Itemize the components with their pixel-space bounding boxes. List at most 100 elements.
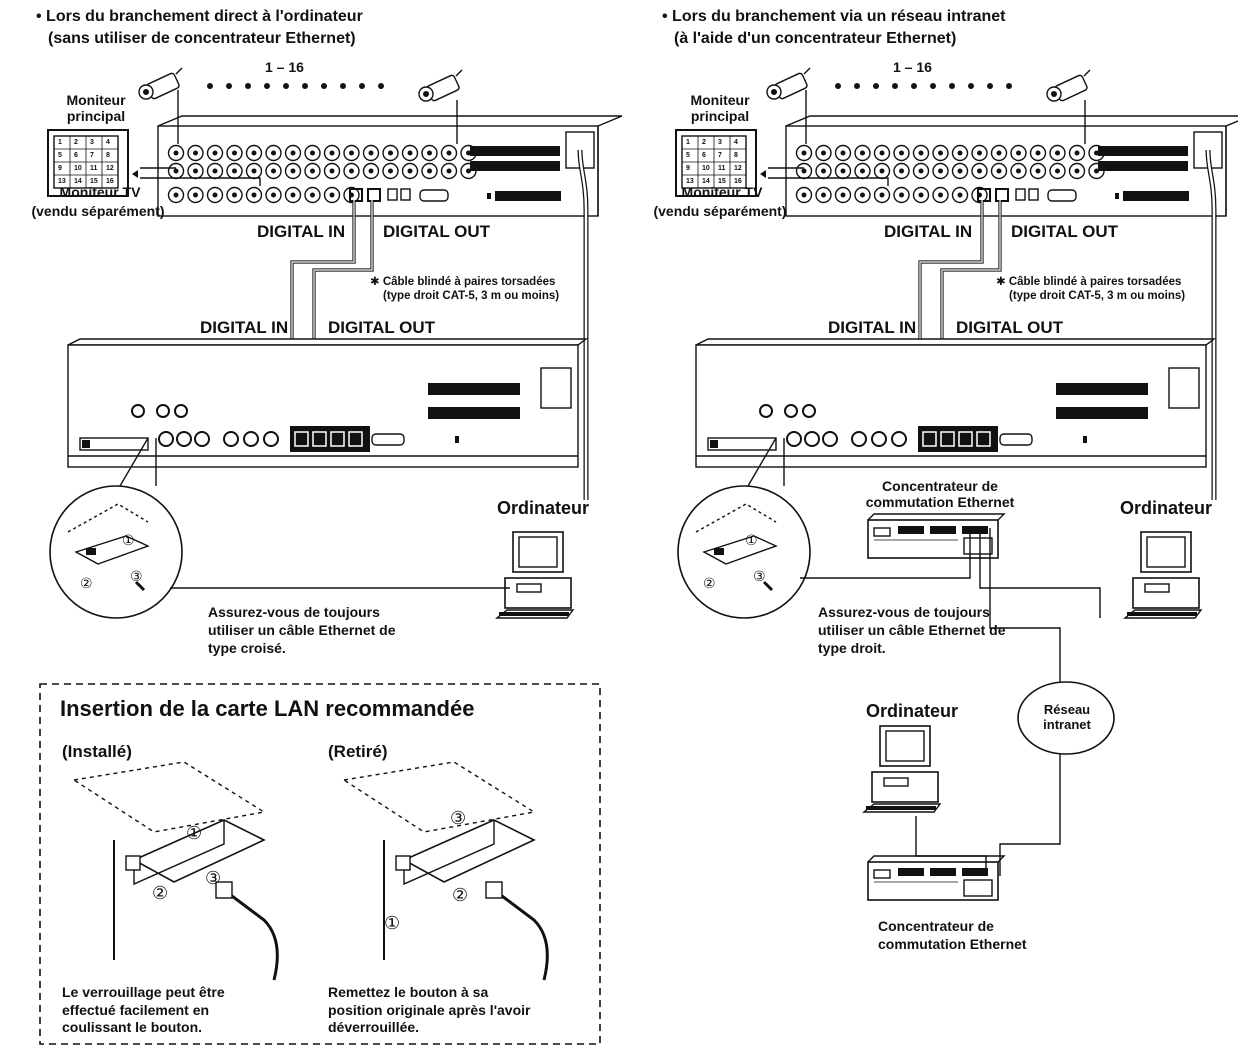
camera-dot xyxy=(264,83,270,89)
bnc-connector xyxy=(815,144,832,162)
audio-jack xyxy=(802,404,816,418)
bnc-connector xyxy=(971,144,988,162)
bnc-connector xyxy=(382,144,399,162)
drive-bay xyxy=(1144,583,1170,593)
camera-dot xyxy=(949,83,955,89)
bnc-pin xyxy=(388,168,393,174)
left-main-monitor-label: Moniteur principal xyxy=(66,92,126,125)
removed-step1: ① xyxy=(384,913,401,933)
bnc-pin xyxy=(427,150,432,156)
bnc-pin xyxy=(879,168,885,174)
bnc-connector xyxy=(206,144,224,162)
card-outline xyxy=(695,503,777,533)
bnc-pin xyxy=(957,150,963,156)
monitor-grid-cell: 5 xyxy=(58,152,62,159)
camera-dot xyxy=(968,83,974,89)
bnc-pin xyxy=(290,168,296,174)
bnc-pin xyxy=(1074,168,1080,174)
bnc-pin xyxy=(899,150,904,156)
right-lower-computer xyxy=(862,725,942,813)
recorder-bottom-top-edge xyxy=(695,338,1217,346)
bnc-pin xyxy=(251,168,257,174)
computer-case xyxy=(871,771,939,803)
s-video-connector xyxy=(176,431,192,447)
s-video-connector xyxy=(822,431,838,447)
hub-body xyxy=(867,519,999,559)
left-recorder-bottom xyxy=(67,338,589,468)
output-connector xyxy=(304,186,321,204)
bnc-connector xyxy=(951,162,969,180)
monitor-grid-cell: 2 xyxy=(702,139,706,146)
bnc-pin xyxy=(1074,150,1080,156)
installed-card-illustration xyxy=(72,761,279,981)
hub-ports xyxy=(962,868,988,876)
right-computer-label: Ordinateur xyxy=(1120,498,1213,518)
terminal-block xyxy=(1123,191,1189,201)
bnc-connector xyxy=(893,144,910,162)
monitor-grid-cell: 14 xyxy=(702,178,710,185)
camera-lens-center xyxy=(771,89,777,95)
left-cameras xyxy=(138,67,463,102)
bnc-connector xyxy=(323,144,341,162)
left-tv-sold-separately: (vendu séparément) xyxy=(31,203,165,219)
bnc-connector xyxy=(1049,162,1066,180)
monitor-grid-cell: 12 xyxy=(734,165,742,172)
output-pin xyxy=(329,192,335,198)
left-inset-step2: ② xyxy=(80,575,93,591)
bnc-pin xyxy=(821,150,826,156)
bnc-connector xyxy=(265,162,282,180)
audio-jack xyxy=(174,404,188,418)
bnc-pin xyxy=(801,168,807,174)
monitor-grid-cell: 16 xyxy=(734,178,742,185)
power-cord-inner xyxy=(578,149,588,500)
computer-monitor xyxy=(1140,531,1192,573)
output-connector xyxy=(187,186,204,204)
keyboard-keys xyxy=(866,806,936,810)
removed-label: (Retiré) xyxy=(328,742,388,761)
hub-to-inset-cable xyxy=(800,528,971,579)
audio-jack xyxy=(759,404,773,418)
monitor-grid-cell: 3 xyxy=(90,139,94,146)
bnc-pin xyxy=(407,168,413,174)
bnc-connector xyxy=(265,144,282,162)
rj45-port xyxy=(958,431,973,447)
video-connector xyxy=(243,431,259,447)
output-pin xyxy=(290,192,296,198)
hub-top xyxy=(867,855,1006,863)
bnc-pin xyxy=(368,168,374,174)
output-connector xyxy=(873,186,891,204)
bnc-pin xyxy=(271,168,276,174)
monitor-grid-cell: 4 xyxy=(734,139,738,146)
bnc-pin xyxy=(1035,150,1041,156)
hub-led-panel xyxy=(873,527,891,537)
lan-card xyxy=(132,819,266,883)
left-inset-step1: ① xyxy=(122,532,135,548)
camera-dot xyxy=(283,83,289,89)
left-cable-note-line1: ✱ Câble blindé à paires torsadées xyxy=(370,276,556,288)
hub-ports xyxy=(898,868,924,876)
bnc-connector xyxy=(421,144,438,162)
bnc-connector xyxy=(323,162,341,180)
recorder-top-edge xyxy=(785,115,1238,127)
right-hub-lower-label: Concentrateur de commutation Ethernet xyxy=(878,918,1027,953)
bnc-connector xyxy=(834,144,852,162)
lan-card xyxy=(702,535,778,565)
right-tv-monitor xyxy=(675,129,757,197)
bnc-connector xyxy=(971,162,988,180)
hub-ports xyxy=(962,526,988,534)
bnc-pin xyxy=(996,150,1002,156)
right-lan-card-inset xyxy=(677,437,811,619)
hub-to-computer-cable xyxy=(979,528,1101,618)
bnc-pin xyxy=(427,168,432,174)
output-pin xyxy=(938,192,943,198)
bnc-connector xyxy=(284,144,302,162)
right-digital-out-bottom: DIGITAL OUT xyxy=(956,318,1064,337)
digital-out-port xyxy=(995,188,1009,202)
bnc-connector xyxy=(873,144,891,162)
audio-jack xyxy=(156,404,170,418)
monitor-grid-cell: 10 xyxy=(702,165,710,172)
bnc-pin xyxy=(290,150,296,156)
serial-port xyxy=(371,433,405,446)
label-plate xyxy=(79,437,149,451)
